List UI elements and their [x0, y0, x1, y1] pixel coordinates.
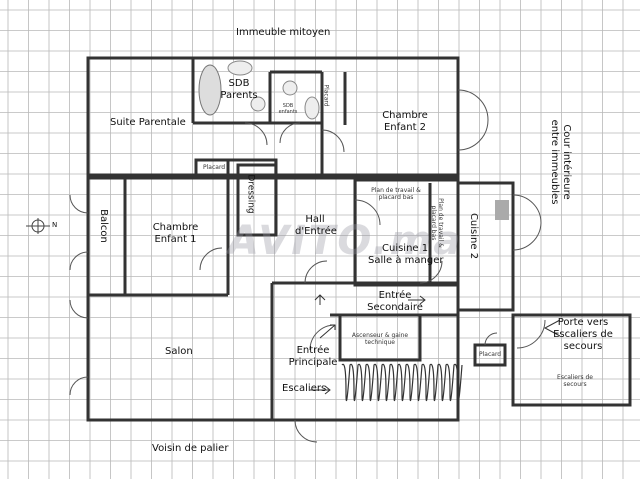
label-plan-travail-2: Plan de travail & placard bas — [430, 198, 444, 248]
walls — [86, 56, 632, 422]
room-sdb-enfants: SDB enfants — [278, 103, 298, 115]
room-placard-dressing: Placard — [203, 164, 226, 171]
label-plan-travail-1: Plan de travail & placard bas — [371, 187, 421, 201]
room-sdb-parents: SDB Parents — [220, 78, 258, 101]
fixtures — [198, 60, 561, 395]
room-balcon: Balcon — [97, 209, 109, 243]
room-entree-secondaire: Entrée Secondaire — [367, 290, 423, 313]
room-chambre-enfant-2: Chambre Enfant 2 — [382, 110, 428, 133]
label-bottom: Voisin de palier — [152, 443, 229, 454]
room-chambre-enfant-1: Chambre Enfant 1 — [152, 222, 199, 245]
watermark: AVITO.ma — [228, 218, 463, 264]
room-escaliers-secours: Escaliers de secours — [557, 374, 593, 388]
label-escaliers: Escaliers — [282, 383, 327, 394]
room-dressing: Dressing — [245, 174, 256, 214]
compass-label: N — [52, 221, 58, 229]
room-salle-a-manger: Salle à manger — [368, 255, 444, 266]
room-cuisine-2: Cuisine 2 — [468, 212, 480, 260]
label-top: Immeuble mitoyen — [236, 27, 331, 38]
room-suite-parentale: Suite Parentale — [110, 117, 186, 128]
label-porte-secours: Porte vers Escaliers de secours — [553, 317, 613, 352]
room-cuisine-1: Cuisine 1 — [382, 243, 429, 254]
room-entree-principale: Entrée Principale — [288, 345, 338, 368]
stairs-steps — [341, 363, 463, 401]
compass-icon — [26, 218, 50, 234]
wall-north-block — [86, 56, 460, 180]
room-ascenseur: Ascenseur & gaine technique — [351, 332, 409, 346]
stairs-hatching — [341, 363, 463, 401]
wall-escaliers-secours — [511, 313, 632, 407]
room-placard-right: Placard — [479, 351, 502, 358]
room-hall: Hall d'Entrée — [295, 214, 337, 237]
room-placard-top: Placard — [322, 84, 330, 107]
room-salon: Salon — [165, 346, 193, 357]
label-cour: Cour intérieure entre immeubles — [549, 119, 572, 205]
